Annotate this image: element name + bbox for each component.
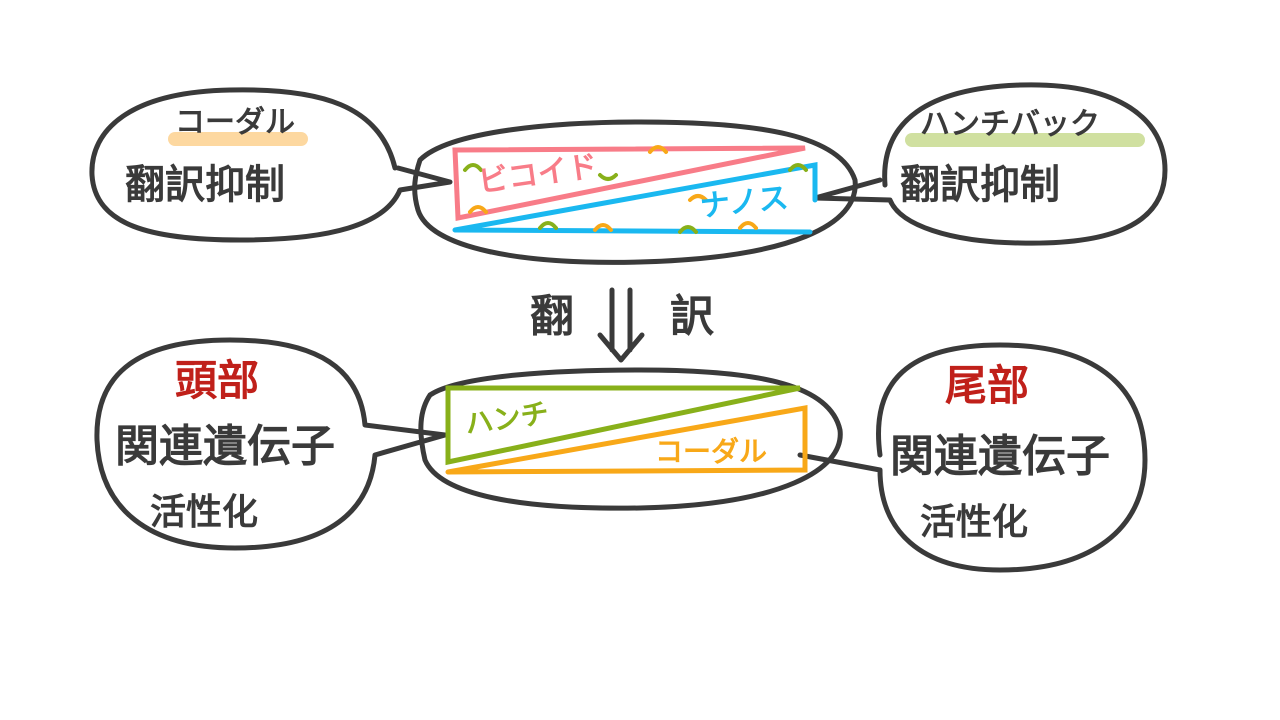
caudal-label: コーダル [655, 435, 768, 468]
highlight-hunchback [905, 133, 1145, 147]
bottom-left-line1: 関連遺伝子 [115, 421, 335, 472]
bubble-bottom-right [797, 342, 1148, 573]
arrow-label-left: 翻 [530, 291, 574, 342]
bottom-left-line2: 活性化 [150, 492, 259, 533]
hunch-gradient [445, 385, 801, 466]
top-right-text: 翻訳抑制 [900, 162, 1060, 208]
bicoid-gradient [452, 145, 806, 222]
bottom-left-title: 頭部 [175, 356, 260, 405]
bubble-top-left [89, 87, 453, 243]
top-left-title: コーダル [175, 105, 295, 140]
mrna-squiggles [463, 145, 808, 234]
highlight-coudal [168, 132, 308, 146]
nanos-label: ナノス [698, 180, 791, 225]
embryo-bottom [418, 367, 843, 511]
caudal-gradient [445, 405, 808, 475]
bubble-top-right [812, 82, 1168, 246]
arrow-double-down [597, 287, 645, 363]
nanos-gradient [452, 162, 818, 235]
bottom-right-line2: 活性化 [920, 502, 1029, 543]
arrow-label-right: 訳 [670, 291, 714, 342]
bottom-right-title: 尾部 [945, 361, 1030, 410]
top-right-title: ハンチバック [920, 107, 1100, 142]
top-left-text: 翻訳抑制 [125, 162, 285, 208]
bubble-bottom-left [94, 337, 448, 551]
bottom-right-line1: 関連遺伝子 [890, 431, 1110, 482]
embryo-top [412, 119, 858, 265]
